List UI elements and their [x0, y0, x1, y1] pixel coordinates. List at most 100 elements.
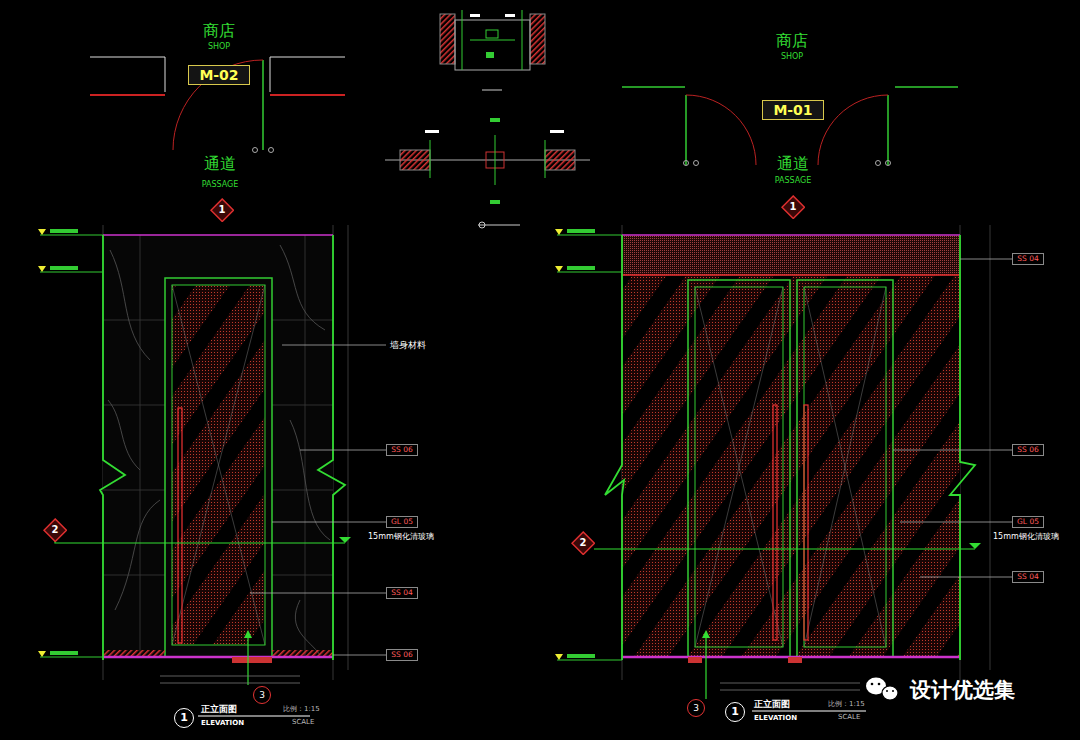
scale-note-en: SCALE: [838, 713, 860, 721]
level-marks-left: [38, 266, 46, 272]
watermark-icon: [866, 678, 898, 701]
section-marker: 1: [210, 198, 234, 222]
room-name: 商店: [203, 22, 235, 40]
node-text: SS 06: [391, 446, 412, 455]
diamond-outline: [572, 532, 594, 554]
elevation-left: [172, 285, 265, 645]
material-tag: SS 04: [1012, 253, 1043, 266]
level-marks-right: [567, 654, 595, 658]
plan-left: [90, 57, 345, 153]
detail-section: [490, 200, 500, 204]
level-marks-right: [555, 266, 563, 272]
level-marks-left: [38, 229, 103, 657]
material-tag: GL 05: [386, 516, 418, 529]
plan-right: [694, 161, 699, 166]
drawing-number: 1: [174, 708, 195, 729]
elevation-right: [594, 225, 1012, 711]
node-text: 1: [180, 712, 188, 725]
drawing-title: 正立面图: [201, 704, 237, 714]
elevation-left: [55, 225, 386, 716]
elevation-right: [804, 287, 886, 647]
level-marks-right: [555, 654, 563, 660]
detail-section: [400, 150, 430, 170]
level-marks-left: [50, 229, 78, 233]
level-marks-left: [40, 235, 103, 657]
level-marks-left: [38, 229, 46, 235]
elevation-left: [108, 245, 330, 655]
scale-note: 比例：1:15: [828, 700, 865, 708]
detail-section: [482, 90, 502, 91]
plan-left: [90, 94, 345, 96]
diamond-outline: [44, 519, 66, 541]
elevation-right: [622, 234, 960, 236]
elevation-left: [232, 657, 272, 663]
elevation-right: [594, 548, 975, 549]
diamond-outline: [211, 199, 233, 221]
elevation-right: [622, 225, 990, 680]
node-text: SS 04: [1017, 573, 1038, 582]
elevation-right: [752, 711, 866, 712]
elevation-left: [103, 656, 333, 659]
elevation-right: [622, 235, 960, 275]
elevation-right: [605, 235, 624, 660]
drawing-number: 1: [725, 702, 746, 723]
node-text: 1: [219, 204, 226, 216]
plan-right: [886, 161, 891, 166]
elevation-right: [688, 280, 790, 657]
detail-section: [530, 14, 545, 64]
material-tag: SS 06: [1012, 444, 1043, 457]
detail-marker: 3: [253, 686, 271, 704]
material-tag: SS 04: [386, 587, 417, 600]
section-marker: 2: [43, 518, 67, 542]
drawing-title: 正立面图: [754, 699, 790, 709]
level-marks-right: [555, 229, 622, 660]
elevation-left: [250, 345, 386, 655]
elevation-left: [172, 285, 265, 645]
room-name: 通道: [777, 155, 809, 173]
detail-section: [490, 118, 500, 122]
elevation-right: [950, 235, 975, 660]
material-tag: SS 06: [386, 444, 417, 457]
elevation-left: [103, 225, 348, 680]
plan-left: [90, 57, 345, 92]
node-text: 1: [731, 706, 739, 719]
node-text: SS 04: [1017, 255, 1038, 264]
detail-section: [478, 225, 520, 226]
node-text: 2: [580, 537, 587, 549]
elevation-left: [160, 676, 300, 683]
detail-section: [486, 30, 498, 38]
plan-right: [876, 161, 881, 166]
watermark-icon: [892, 690, 894, 692]
detail-section: [455, 20, 530, 70]
plan-right: [684, 161, 689, 166]
plan-left: [253, 148, 258, 153]
watermark-icon: [886, 690, 888, 692]
detail-section: [470, 14, 480, 17]
elevation-left: [247, 638, 248, 685]
elevation-left: [172, 285, 265, 645]
detail-section: [462, 10, 522, 70]
plan-left: [269, 148, 274, 153]
elevation-right: [705, 638, 706, 699]
elevation-right: [622, 275, 960, 657]
watermark-icon: [878, 683, 881, 686]
door-tag: M-01: [762, 100, 824, 120]
drawing-title-en: ELEVATION: [754, 714, 797, 722]
elevation-left: [172, 285, 265, 645]
material-tag: GL 05: [1012, 516, 1044, 529]
node-text: M-01: [773, 102, 812, 118]
watermark: 设计优选集: [910, 678, 1015, 702]
elevation-right: [773, 405, 777, 640]
elevation-right: [797, 280, 893, 657]
material-tag: SS 04: [1012, 571, 1043, 584]
node-text: 2: [52, 524, 59, 536]
elevation-right: [720, 683, 860, 690]
level-marks-right: [567, 229, 595, 233]
elevation-left: [198, 716, 310, 717]
detail-section: [545, 150, 575, 170]
detail-section: [550, 130, 564, 133]
room-name-en: SHOP: [781, 52, 803, 61]
